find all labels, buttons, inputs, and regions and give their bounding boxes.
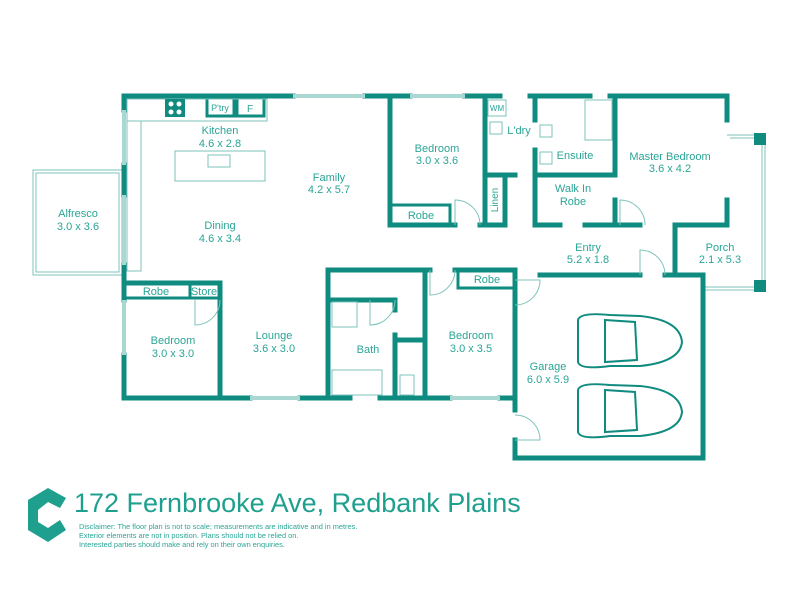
walkin-robe-label-2: Robe	[560, 196, 586, 208]
master-bedroom-label: Master Bedroom	[629, 151, 710, 163]
master-bedroom-size: 3.6 x 4.2	[649, 163, 691, 175]
bedroom-size: 3.0 x 3.6	[416, 155, 458, 167]
garage-size: 6.0 x 5.9	[527, 374, 569, 386]
sink-icon	[207, 154, 231, 168]
lounge-label: Lounge	[256, 330, 293, 342]
disclaimer: Disclaimer: The floor plan is not to sca…	[79, 522, 357, 549]
bedroom-label: Bedroom	[151, 335, 196, 347]
porch-pillar	[754, 280, 766, 292]
washing-machine-label: WM	[490, 104, 505, 113]
alfresco-label: Alfresco	[58, 208, 98, 220]
dining-label: Dining	[204, 220, 235, 232]
lounge-size: 3.6 x 3.0	[253, 343, 295, 355]
ensuite-label: Ensuite	[557, 150, 594, 162]
cooktop-icon	[165, 99, 185, 117]
porch-pillar	[754, 133, 766, 145]
disclaimer-line: Exterior elements are not in position. P…	[79, 531, 299, 540]
car-icon	[577, 383, 684, 439]
doors	[194, 199, 666, 441]
kitchen-size: 4.6 x 2.8	[199, 138, 241, 150]
bedroom-label: Bedroom	[449, 330, 494, 342]
kitchen-label: Kitchen	[202, 125, 239, 137]
linen-label: Linen	[490, 188, 501, 212]
bedroom-size: 3.0 x 3.0	[152, 348, 194, 360]
fridge-label: F	[247, 104, 253, 115]
dining-size: 4.6 x 3.4	[199, 233, 241, 245]
car-icon	[577, 313, 684, 369]
robe-label: Robe	[474, 274, 500, 286]
kitchen-island	[174, 150, 266, 182]
porch-size: 2.1 x 5.3	[699, 254, 741, 266]
logo-icon	[28, 488, 66, 542]
entry-label: Entry	[575, 242, 601, 254]
bath-label: Bath	[357, 344, 380, 356]
family-label: Family	[313, 172, 346, 184]
laundry-label: L'dry	[507, 125, 531, 137]
garage-label: Garage	[530, 361, 567, 373]
entry-size: 5.2 x 1.8	[567, 254, 609, 266]
disclaimer-line: Interested parties should make and rely …	[79, 540, 285, 549]
porch-label: Porch	[706, 242, 735, 254]
property-address: 172 Fernbrooke Ave, Redbank Plains	[74, 488, 521, 518]
walls	[121, 93, 730, 461]
robe-label: Robe	[408, 210, 434, 222]
robe-label: Robe	[143, 286, 169, 298]
alfresco-size: 3.0 x 3.6	[57, 221, 99, 233]
bedroom-label: Bedroom	[415, 143, 460, 155]
room-labels: Kitchen 4.6 x 2.8 Family 4.2 x 5.7 Dinin…	[57, 103, 741, 386]
disclaimer-line: Disclaimer: The floor plan is not to sca…	[79, 522, 358, 531]
walkin-robe-label: Walk In	[555, 183, 591, 195]
porch-outline	[705, 134, 766, 291]
bedroom-size: 3.0 x 3.5	[450, 343, 492, 355]
pantry-label: P'try	[211, 103, 229, 113]
family-size: 4.2 x 5.7	[308, 184, 350, 196]
store-label: Store	[191, 286, 217, 298]
